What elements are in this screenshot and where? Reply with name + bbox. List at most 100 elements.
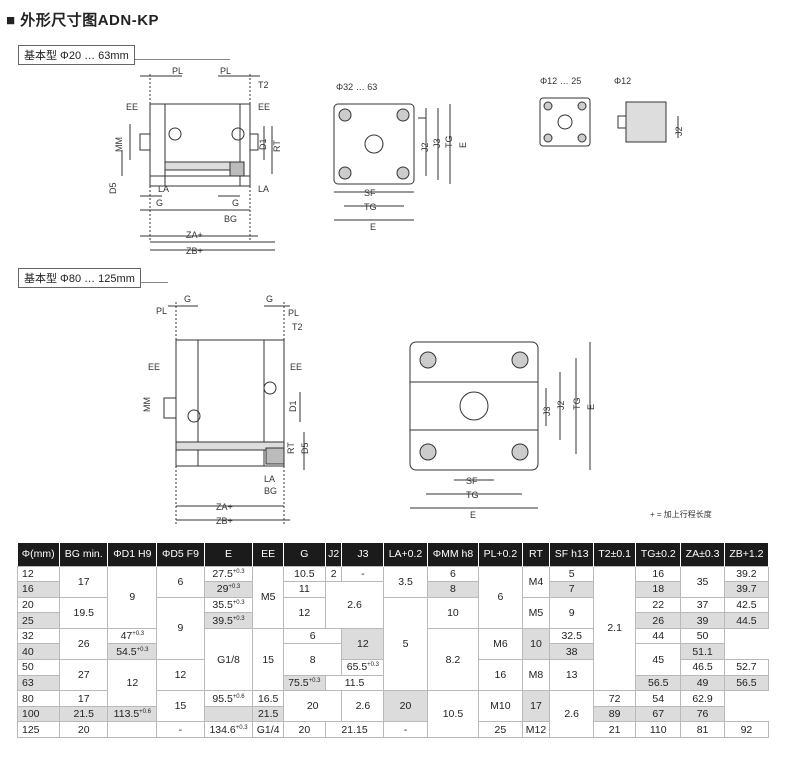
size-cell: 63 — [17, 674, 60, 692]
zb-cell: 62.9 — [680, 690, 725, 707]
svg-text:PL: PL — [156, 306, 167, 316]
size-cell: 80 — [17, 690, 60, 707]
svg-text:Φ32 … 63: Φ32 … 63 — [336, 82, 377, 92]
svg-text:J2: J2 — [420, 142, 430, 152]
size-cell: 125 — [17, 721, 60, 739]
col-header: LA+0.2 — [383, 543, 428, 566]
col-header: ΦD1 H9 — [107, 543, 158, 566]
d1-cell: 12 — [107, 659, 158, 707]
sf-cell: 7 — [549, 581, 595, 598]
col-header: BG min. — [59, 543, 109, 566]
tg-cell: 38 — [549, 643, 595, 661]
j2-cell: 8 — [282, 643, 343, 676]
svg-text:BG: BG — [224, 214, 237, 224]
mm-cell: 16 — [478, 659, 523, 692]
table-row: 80 17 15 95.5+0.6 16.5 20 2.6 20 10.5 M1… — [17, 690, 769, 739]
size-cell: 100 — [17, 705, 60, 723]
col-header: ZB+1.2 — [724, 543, 770, 566]
svg-text:EE: EE — [290, 362, 302, 372]
svg-text:TG: TG — [364, 202, 377, 212]
svg-text:ZB+: ZB+ — [186, 246, 203, 256]
e-cell: 65.5+0.3 — [341, 659, 385, 676]
col-header: TG±0.2 — [635, 543, 682, 566]
j2-cell: 6 — [282, 627, 343, 645]
bg-cell: 17 — [58, 690, 109, 707]
t2-cell: 2.6 — [549, 690, 595, 739]
svg-text:D1: D1 — [288, 400, 298, 412]
e-cell: 29+0.3 — [203, 581, 254, 598]
svg-text:ZA+: ZA+ — [186, 230, 203, 240]
za-cell: 67 — [635, 705, 682, 723]
col-header: RT — [522, 543, 551, 566]
svg-text:J2: J2 — [674, 126, 684, 136]
svg-text:ZA+: ZA+ — [216, 502, 233, 512]
la-cell: 2.6 — [341, 690, 385, 723]
mm-cell: 6 — [426, 565, 480, 583]
za-cell: 81 — [680, 721, 725, 739]
pl-cell: 6 — [478, 565, 523, 629]
rt-cell: M5 — [521, 596, 551, 629]
g-cell: 11 — [282, 581, 326, 598]
sf-cell: 5 — [549, 565, 595, 583]
za-cell: 39 — [680, 612, 725, 629]
col-header: G — [283, 543, 326, 566]
za-cell: 44 — [635, 627, 682, 645]
table-row: 12 17 9 6 27.5+0.3 M5 10.5 2 - 3.5 6 6 M… — [17, 565, 770, 692]
svg-text:ZB+: ZB+ — [216, 516, 233, 526]
d1-cell — [107, 721, 158, 739]
ee-cell — [203, 705, 254, 723]
tg-cell: 56.5 — [635, 674, 682, 692]
size-cell: 50 — [17, 659, 60, 676]
za-cell: 45 — [635, 643, 682, 676]
zb-cell: 76 — [680, 705, 725, 723]
zb-cell: 44.5 — [723, 612, 770, 629]
g-cell: 15 — [252, 627, 284, 692]
zb-cell: 50 — [680, 627, 725, 645]
side-view-labels: PL PL T2 EE EE MM D1 RT D5 LA LA G G BG … — [108, 66, 282, 256]
svg-text:Φ12: Φ12 — [614, 76, 631, 86]
sf-cell: 21 — [593, 721, 637, 739]
table-header-row: Φ(mm) BG min. ΦD1 H9 ΦD5 F9 E EE G J2 J3… — [17, 543, 770, 566]
stroke-note: + = 加上行程长度 — [650, 510, 712, 519]
sf-cell: 17 — [521, 690, 551, 723]
svg-text:LA: LA — [158, 184, 169, 194]
mm-cell: 12 — [341, 627, 385, 661]
zb-cell: 51.1 — [680, 643, 725, 661]
svg-text:T2: T2 — [258, 80, 269, 90]
size-cell: 20 — [17, 596, 60, 614]
col-header: Φ(mm) — [17, 543, 60, 566]
svg-text:E: E — [370, 222, 376, 232]
j2-cell: 11.5 — [324, 674, 385, 692]
col-header: J3 — [341, 543, 385, 566]
bg-cell: 19.5 — [58, 596, 109, 629]
bg-cell: 27 — [58, 659, 109, 692]
ee-cell: M5 — [252, 565, 284, 629]
table-row: 125 20 - 134.6+0.3 G1/4 20 21.15 - 25 M1… — [17, 721, 770, 739]
rt-cell: M10 — [478, 690, 523, 723]
e-cell: 75.5+0.3 — [282, 674, 326, 692]
page-title: ■ 外形尺寸图ADN-KP — [6, 12, 160, 29]
tg-cell: 46.5 — [680, 659, 725, 676]
bg-cell: 21.5 — [58, 705, 109, 723]
tg-cell: 26 — [635, 612, 682, 629]
za-cell: 49 — [680, 674, 725, 692]
rt-cell: M6 — [478, 627, 523, 661]
tg-cell: 89 — [593, 705, 637, 723]
tg-cell: 16 — [635, 565, 682, 583]
e-cell: 27.5+0.3 — [203, 565, 254, 583]
table-row: 16 29+0.3 11 2.6 8 7 18 39.7 — [17, 581, 770, 629]
la-cell: 5 — [383, 596, 428, 692]
sf-cell: 10 — [521, 627, 551, 661]
svg-text:D1: D1 — [258, 138, 268, 150]
table-row: 32 26 47+0.3 G1/8 15 6 12 8.2 M6 10 32.5… — [17, 627, 769, 692]
svg-text:G: G — [266, 294, 273, 304]
g-cell: 12 — [282, 596, 326, 629]
col-header: ZA±0.3 — [680, 543, 725, 566]
side-view-drawing-large: G G PL PL T2 EE EE MM D1 RT D5 LA BG ZA+… — [142, 294, 310, 526]
front-view-drawing-large: SF TG E J3 J2 TG E — [409, 341, 596, 520]
d5-cell: 9 — [156, 596, 205, 661]
svg-text:SF: SF — [466, 476, 478, 486]
tg-cell: 32.5 — [549, 627, 595, 645]
la-cell: - — [383, 721, 428, 739]
mm-cell: 25 — [478, 721, 523, 739]
